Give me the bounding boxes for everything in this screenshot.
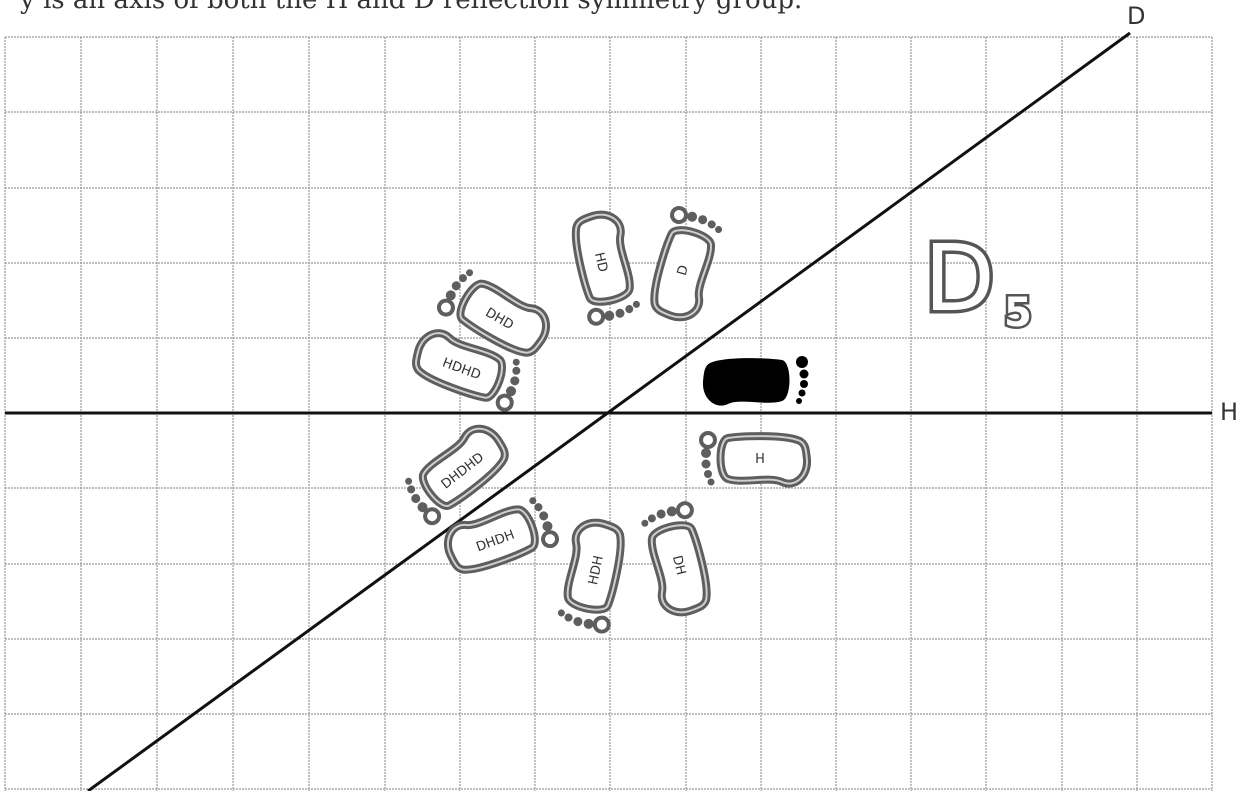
footprint-D — [645, 206, 725, 322]
d-line-label: D — [1127, 2, 1145, 30]
group-subscript: 5 — [1004, 290, 1032, 336]
footprint-H — [701, 433, 807, 486]
group-letter: D — [924, 225, 995, 332]
h-line-label: H — [1220, 398, 1238, 426]
footprint-label: H — [755, 452, 765, 467]
identity-footprint — [703, 356, 809, 406]
